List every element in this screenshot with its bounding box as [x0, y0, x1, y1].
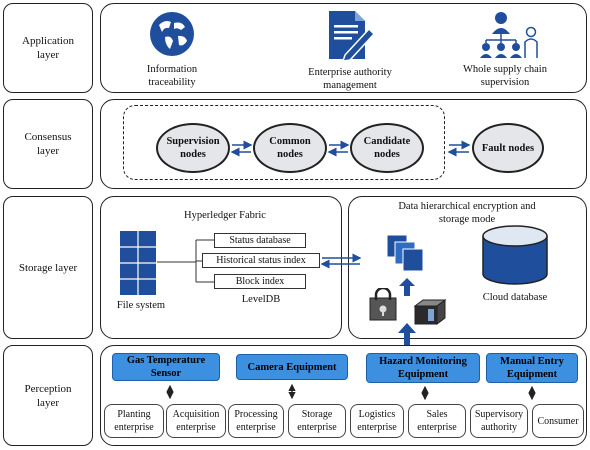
cloud-database-icon	[482, 225, 548, 285]
logistics-enterprise: Logistics enterprise	[350, 404, 404, 438]
processing-enterprise: Processing enterprise	[228, 404, 284, 438]
hard-drive-icon	[413, 299, 447, 325]
supervision-nodes: Supervision nodes	[156, 123, 230, 173]
people-network-icon	[480, 12, 538, 58]
consumer: Consumer	[532, 404, 584, 438]
storage-enterprise: Storage enterprise	[288, 404, 346, 438]
hyperledger-fabric-title: Hyperledger Fabric	[184, 210, 266, 221]
fault-nodes: Fault nodes	[472, 123, 544, 173]
layer-label-storage: Storage layer	[3, 196, 93, 339]
app-item-whole-supply-chain-supervision: Whole supply chain supervision	[463, 64, 547, 88]
sales-enterprise: Sales enterprise	[408, 404, 466, 438]
supervisory-authority: Supervisory authority	[470, 404, 528, 438]
hazard-monitoring-equipment: Hazard Monitoring Equipment	[366, 353, 480, 383]
layer-label-consensus: Consensus layer	[3, 99, 93, 189]
file-system-icon	[120, 231, 156, 295]
status-database: Status database	[214, 233, 306, 248]
block-index: Block index	[214, 274, 306, 289]
leveldb-label: LevelDB	[241, 294, 281, 305]
consensus-group-dashed-box	[123, 105, 445, 180]
encrypted-files-icon	[386, 234, 424, 272]
lock-drive-icon	[369, 288, 397, 321]
common-nodes: Common nodes	[253, 123, 327, 173]
app-item-information-traceability: Information traceability	[146, 64, 198, 88]
camera-equipment: Camera Equipment	[236, 354, 348, 380]
layer-label-application: Application layer	[3, 3, 93, 93]
perception-up-arrow-icon	[398, 323, 416, 345]
file-system-label: File system	[116, 300, 166, 311]
app-item-enterprise-authority-management: Enterprise authority management	[308, 67, 392, 91]
encryption-mode-title: Data hierarchical encryption and storage…	[398, 201, 536, 225]
document-icon	[329, 11, 375, 61]
manual-entry-equipment: Manual Entry Equipment	[486, 353, 578, 383]
historical-status-index: Historical status index	[202, 253, 320, 268]
up-arrow-icon	[399, 278, 415, 296]
globe-icon	[150, 12, 194, 56]
cloud-database-label: Cloud database	[482, 292, 548, 303]
layer-label-perception: Perception layer	[3, 345, 93, 446]
gas-temperature-sensor: Gas Temperature Sensor	[112, 353, 220, 381]
acquisition-enterprise: Acquisition enterprise	[166, 404, 226, 438]
planting-enterprise: Planting enterprise	[104, 404, 164, 438]
candidate-nodes: Candidate nodes	[350, 123, 424, 173]
